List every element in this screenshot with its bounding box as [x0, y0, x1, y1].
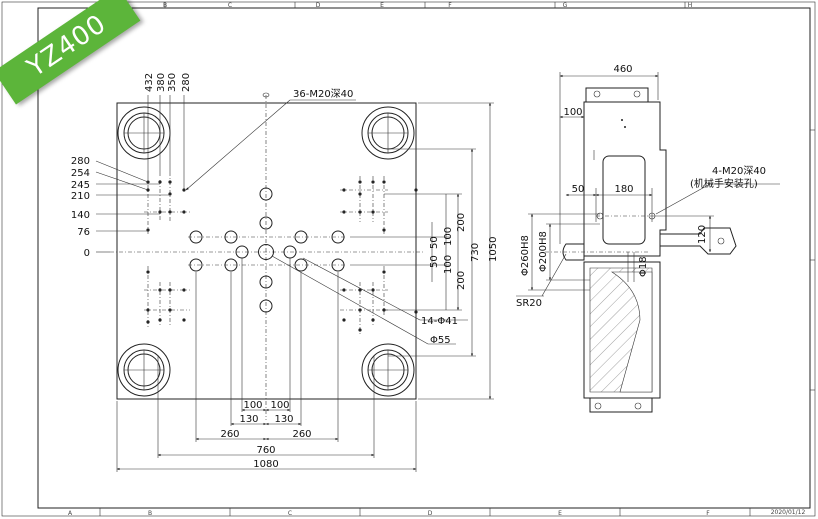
frame-col-label: F: [706, 510, 710, 517]
dim-top-350: 350: [167, 73, 178, 92]
frame-col-label: H: [688, 2, 693, 9]
frame-col-label: B: [163, 2, 167, 9]
platen-outline: [116, 102, 417, 400]
frame-col-label: B: [148, 510, 152, 517]
dim-right-100-top: 100: [443, 227, 454, 246]
side-thread-note-2: (机械手安装孔): [690, 177, 758, 190]
dim-left-76: 76: [77, 227, 90, 238]
dim-bottom-760: 760: [256, 445, 275, 456]
dim-left-280: 280: [71, 156, 90, 167]
side-thread-note: 4-M20深40: [712, 165, 766, 177]
dim-bottom-100-left: 100: [243, 400, 262, 411]
drawing-date: 2020/01/12: [771, 509, 806, 516]
center-hole-note: Φ55: [430, 335, 451, 346]
tie-bar-top-right: [361, 106, 415, 160]
side-offset-100: 100: [563, 107, 582, 118]
frame-col-label: E: [380, 2, 384, 9]
frame-col-label: A: [68, 510, 73, 517]
hole-note: 14-Φ41: [421, 316, 458, 327]
dim-right-730: 730: [470, 243, 481, 262]
frame-col-label: C: [228, 2, 232, 9]
dim-right-200-top: 200: [456, 213, 467, 232]
dim-right-1050: 1050: [488, 237, 499, 262]
dim-left-254: 254: [71, 168, 90, 179]
dim-left-0: 0: [84, 248, 90, 259]
frame-col-label: C: [288, 510, 292, 517]
dim-bottom-130-left: 130: [239, 414, 258, 425]
platen-side-view: 460 100 50 180 4-M20深40 (机械手安装孔) 120 Φ18…: [516, 64, 780, 413]
tie-bar-bottom-right: [361, 343, 415, 397]
tie-bar-top-left: [117, 106, 171, 160]
dim-bottom-260-left: 260: [220, 429, 239, 440]
side-bore-200: Φ200H8: [538, 231, 549, 272]
dim-top-380: 380: [156, 73, 167, 92]
dim-right-100-bottom: 100: [443, 255, 454, 274]
dim-right-50-bottom: 50: [429, 255, 440, 268]
frame-col-label: D: [428, 510, 433, 517]
dim-top-432: 432: [144, 73, 155, 92]
dim-right-50-top: 50: [429, 236, 440, 249]
dim-bottom-260-right: 260: [292, 429, 311, 440]
dim-bottom-100-right: 100: [270, 400, 289, 411]
frame-col-label: E: [558, 510, 562, 517]
ejector-holes: [189, 187, 345, 313]
dim-left-245: 245: [71, 180, 90, 191]
side-width-460: 460: [613, 64, 632, 75]
thread-holes: [146, 180, 418, 332]
dim-bottom-130-right: 130: [274, 414, 293, 425]
dim-left-140: 140: [71, 210, 90, 221]
side-dim-18: Φ18: [638, 256, 649, 277]
frame-col-label: D: [316, 2, 321, 9]
tie-bar-bottom-left: [117, 343, 171, 397]
side-bore-260: Φ260H8: [520, 235, 531, 276]
thread-note: 36-M20深40: [293, 88, 353, 100]
frame-col-label: G: [563, 2, 568, 9]
dim-left-210: 210: [71, 191, 90, 202]
side-dim-180: 180: [614, 184, 633, 195]
side-radius: SR20: [516, 298, 542, 309]
center-hole: [258, 244, 274, 260]
platen-front-view: 280 254 245 210 140 76 0 432 380 350 280…: [71, 73, 499, 472]
side-dim-50: 50: [572, 184, 585, 195]
dim-top-280: 280: [181, 73, 192, 92]
dim-bottom-1080: 1080: [253, 459, 278, 470]
dim-right-200-bottom: 200: [456, 271, 467, 290]
side-dim-120: 120: [697, 225, 708, 244]
frame-col-label: F: [448, 2, 452, 9]
